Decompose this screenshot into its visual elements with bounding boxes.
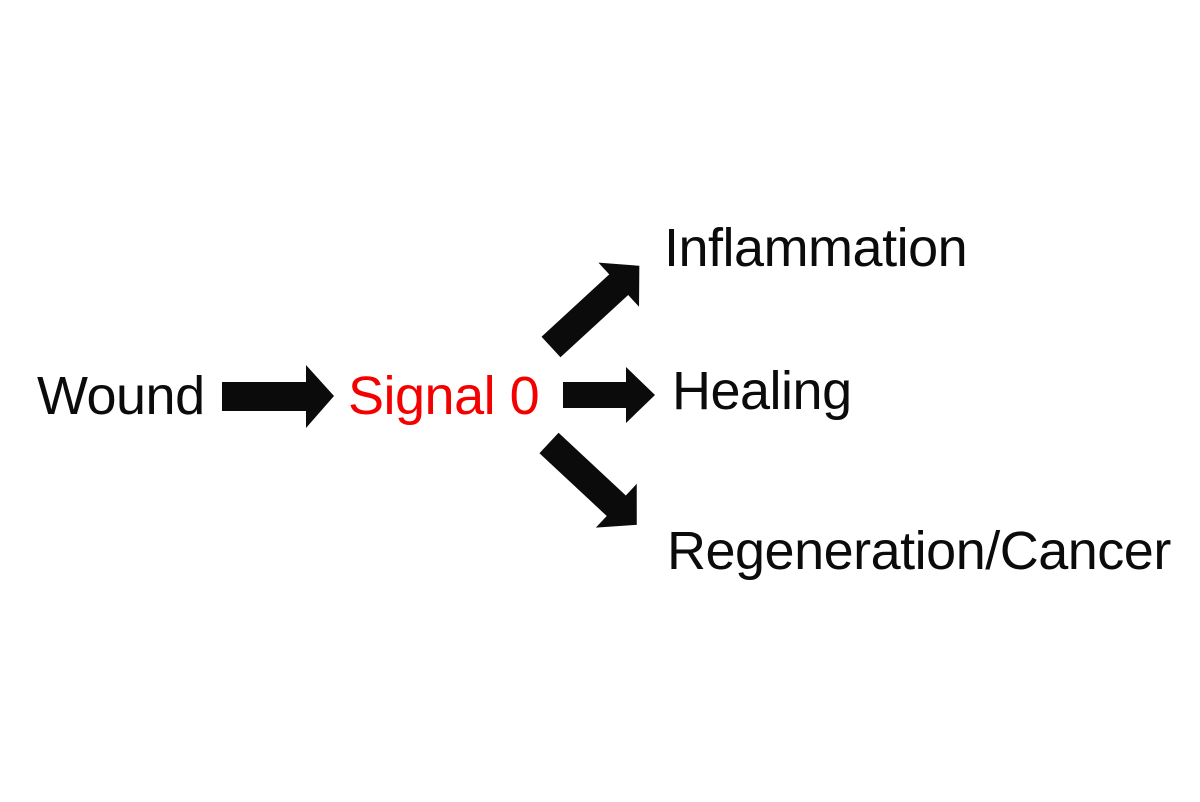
- wound-label: Wound: [37, 366, 205, 426]
- regeneration-cancer-label: Regeneration/Cancer: [667, 521, 1171, 581]
- inflammation-label: Inflammation: [664, 218, 968, 278]
- arrow-right-icon: [563, 367, 655, 423]
- healing-label: Healing: [672, 361, 852, 421]
- arrow-up-right-icon: [541, 262, 640, 358]
- arrow-right-icon: [222, 365, 334, 428]
- signal-0-label: Signal 0: [348, 366, 540, 426]
- arrow-down-right-icon: [539, 432, 637, 528]
